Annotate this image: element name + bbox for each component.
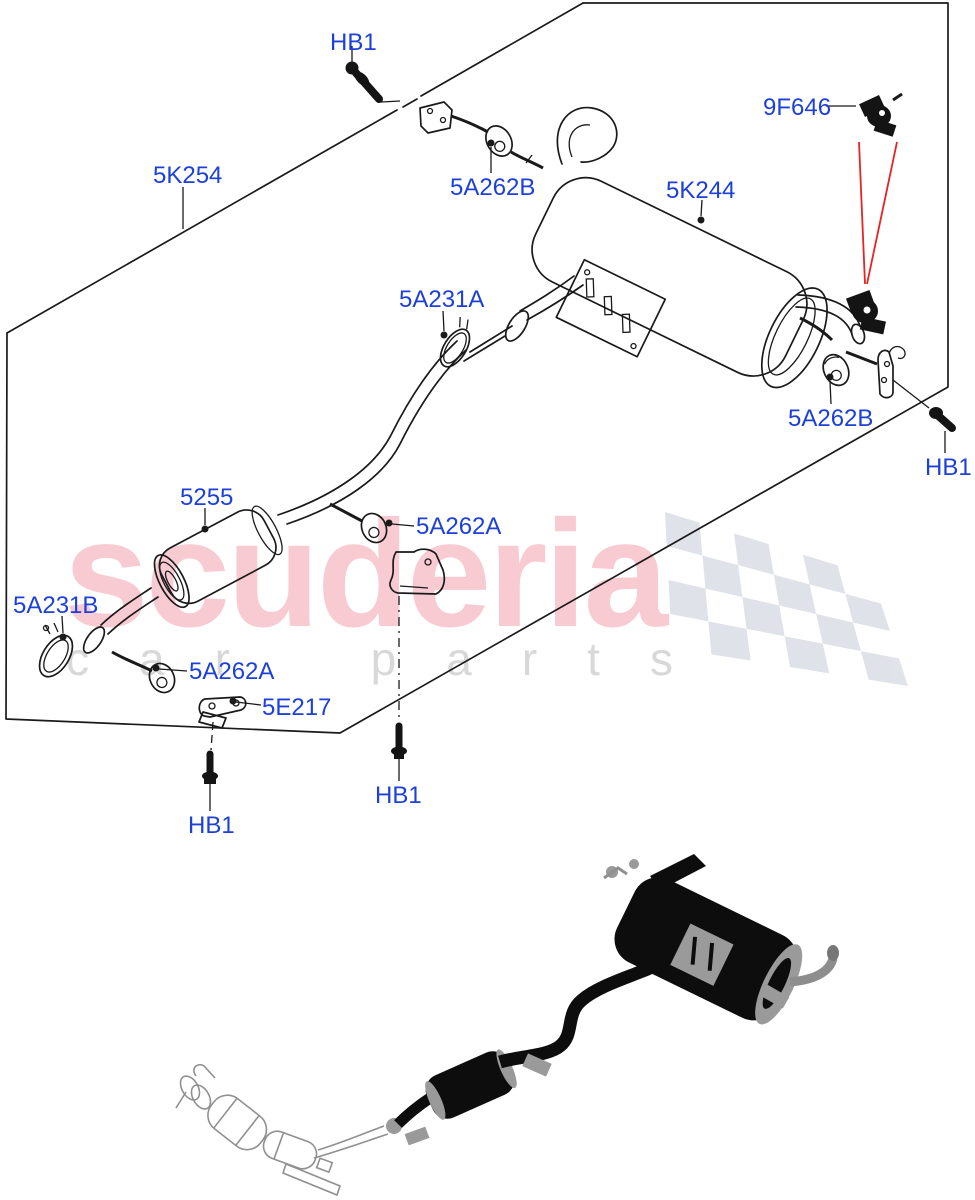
part-label-5A262B-right[interactable]: 5A262B (788, 405, 874, 432)
part-label-5E217[interactable]: 5E217 (262, 694, 332, 721)
exhaust-location-thumbnail (175, 854, 839, 1197)
exhaust-valve (845, 290, 886, 335)
part-label-9F646[interactable]: 9F646 (763, 94, 832, 121)
watermark-tagline-text: car parts (66, 633, 723, 685)
part-label-5A262A-upper[interactable]: 5A262A (416, 513, 502, 540)
clamp-5A231A (439, 317, 471, 368)
watermark-brand-text: scuderia (64, 489, 668, 659)
leader-lines (59, 105, 946, 811)
bolt-hb1-top (345, 61, 383, 103)
part-label-5255[interactable]: 5255 (180, 484, 234, 511)
lower-hanger-assembly (111, 650, 247, 784)
clamp-5A231B (38, 622, 74, 678)
part-label-5K244[interactable]: 5K244 (666, 177, 736, 204)
bolt-hb1-mid (391, 722, 407, 759)
part-label-5K254[interactable]: 5K254 (153, 162, 223, 189)
rear-muffler-5K244 (531, 106, 828, 389)
valve-9F646-icon (859, 92, 903, 137)
intermediate-pipe (277, 275, 584, 525)
part-label-HB1-right[interactable]: HB1 (925, 454, 972, 481)
right-hanger-assembly (799, 316, 956, 432)
mid-hanger-assembly (329, 502, 446, 759)
tailpipe-and-valve (795, 290, 886, 345)
part-label-HB1-top[interactable]: HB1 (330, 29, 377, 56)
part-label-5A231A[interactable]: 5A231A (399, 286, 485, 313)
part-label-5A262B-top[interactable]: 5A262B (450, 174, 536, 201)
checkered-flag (665, 512, 908, 686)
bolt-hb1-left (202, 750, 218, 784)
part-label-HB1-bottommid[interactable]: HB1 (375, 782, 422, 809)
part-label-5A231B[interactable]: 5A231B (13, 592, 99, 619)
centre-muffler-5255 (82, 505, 283, 654)
top-hanger-assembly (345, 46, 544, 170)
part-label-HB1-bottomleft[interactable]: HB1 (188, 812, 235, 839)
bolt-hb1-right (929, 407, 956, 432)
part-label-5A262A-lower[interactable]: 5A262A (189, 658, 275, 685)
red-pointer-lines (858, 141, 898, 285)
reference-plane-outline (5, 2, 949, 734)
